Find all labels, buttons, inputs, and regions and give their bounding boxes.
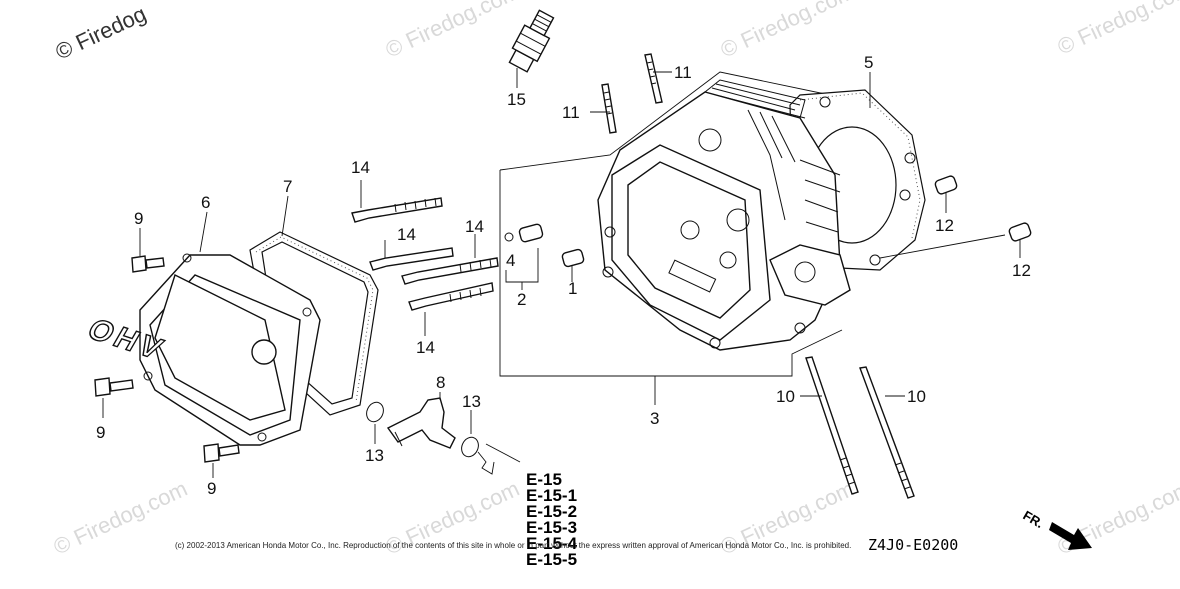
callout-14: 14: [416, 338, 435, 357]
front-arrow-icon: [1049, 522, 1092, 550]
reference-item: E-15: [526, 470, 562, 489]
direction-label: FR.: [1021, 508, 1047, 531]
callout-13: 13: [365, 446, 384, 465]
reference-item: E-15-5: [526, 550, 577, 569]
callout-11: 11: [674, 63, 692, 82]
watermark-text: © Firedog.com: [50, 476, 192, 560]
callout-14: 14: [465, 217, 484, 236]
breather-tube: [386, 392, 456, 449]
reference-item: E-15-3: [526, 518, 577, 537]
callout-9: 9: [134, 209, 143, 228]
callout-8: 8: [436, 373, 445, 392]
watermark-text: © Firedog.com: [1054, 0, 1180, 60]
hose-clips-13: [366, 401, 521, 475]
callout-10: 10: [907, 387, 926, 406]
callout-3: 3: [650, 409, 659, 428]
callout-12: 12: [1012, 261, 1031, 280]
code-backdrop: [866, 536, 974, 554]
watermark-text: © Firedog.com: [382, 0, 524, 63]
diagram-code: Z4J0-E0200: [868, 536, 958, 554]
watermark-text-main: © Firedog: [52, 1, 150, 65]
small-parts: [504, 223, 585, 290]
cylinder-head: [597, 79, 851, 351]
callout-15: 15: [507, 90, 526, 109]
callout-9: 9: [207, 479, 216, 498]
callout-14: 14: [397, 225, 416, 244]
bolts-14: [351, 180, 499, 336]
callout-7: 7: [283, 177, 292, 196]
reference-item: E-15-1: [526, 486, 577, 505]
callout-14: 14: [351, 158, 370, 177]
reference-item: E-15-4: [526, 534, 578, 553]
callout-2: 2: [517, 290, 526, 309]
stud-bolts-11: [590, 53, 672, 134]
spark-plug: [508, 9, 555, 73]
callouts: 1 2 3 4 5 6 7 8 9 9 9 10 10 11 11 12 12 …: [96, 53, 1031, 498]
callout-6: 6: [201, 193, 210, 212]
stud-bolts-10: [800, 356, 915, 499]
copyright-notice: (c) 2002-2013 American Honda Motor Co., …: [175, 541, 851, 550]
callout-9: 9: [96, 423, 105, 442]
callout-13: 13: [462, 392, 481, 411]
callout-10: 10: [776, 387, 795, 406]
callout-12: 12: [935, 216, 954, 235]
assembly-bracket: [499, 71, 843, 405]
callout-11: 11: [562, 103, 580, 122]
reference-list: E-15 E-15-1 E-15-2 E-15-3 E-15-4 E-15-5: [526, 470, 578, 569]
callout-5: 5: [864, 53, 873, 72]
head-cover: OHV: [81, 211, 321, 446]
dowel-pins-12: [879, 175, 1032, 259]
callout-1: 1: [568, 279, 577, 298]
callout-4: 4: [506, 251, 515, 270]
bolts-9: [94, 228, 240, 478]
reference-item: E-15-2: [526, 502, 577, 521]
watermark-text: © Firedog.com: [717, 0, 859, 63]
